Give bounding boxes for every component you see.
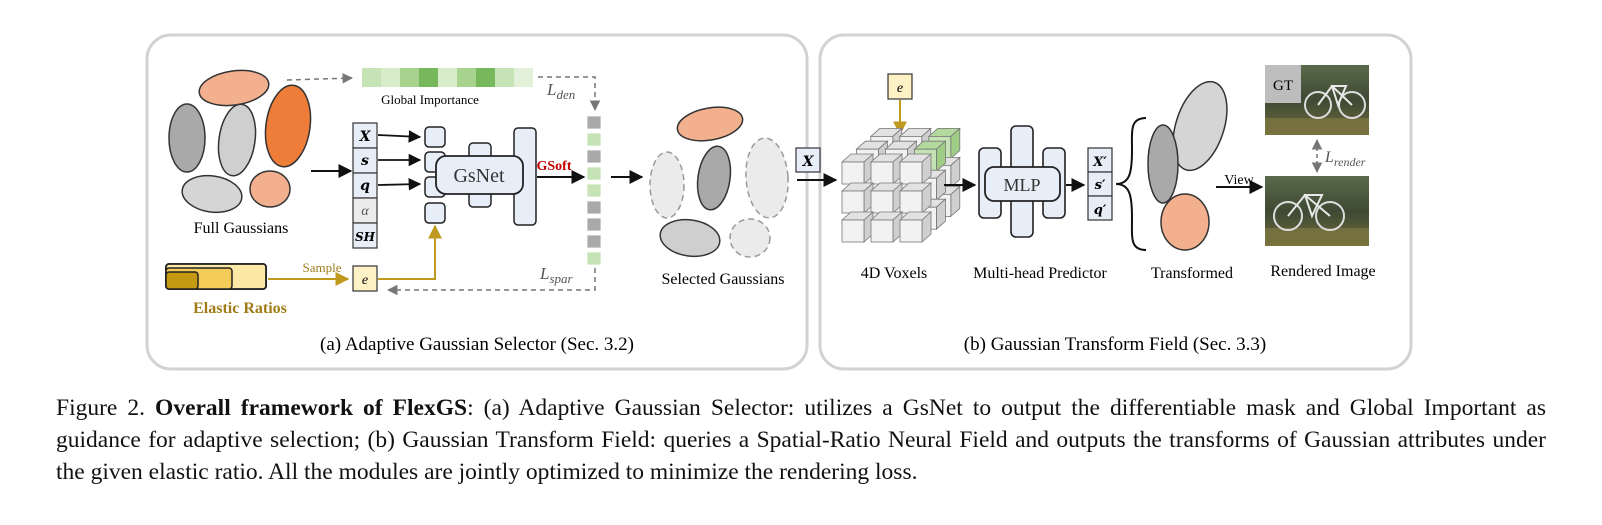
full-gaussians (168, 69, 312, 214)
caption-prefix: Figure 2. (56, 395, 156, 421)
attr-q: q (360, 178, 370, 194)
rendered-image (1265, 176, 1369, 246)
out-q: q′ (1094, 203, 1107, 218)
full-gaussians-label: Full Gaussians (194, 220, 289, 237)
global-importance-bar (362, 68, 533, 87)
voxel-cube (840, 153, 875, 185)
attr-x: X (359, 129, 372, 145)
gsoft-label: GSoft (537, 159, 572, 174)
rendered-label: Rendered Image (1270, 263, 1375, 280)
view-label: View (1224, 173, 1254, 188)
e-box-b (887, 73, 913, 100)
e-label-a: e (362, 273, 368, 288)
elastic-ratios-label: Elastic Ratios (193, 300, 287, 317)
predictor-label: Multi-head Predictor (973, 265, 1107, 282)
attribute-column: X s q α SH (352, 122, 378, 249)
output-column: X′ s′ q′ (1087, 147, 1113, 221)
voxel-cube (898, 153, 933, 185)
voxel-cube (869, 153, 904, 185)
loss-spar-arrow (386, 268, 596, 296)
loss-spar-main: L (539, 264, 549, 283)
panel-b-frame (818, 33, 1413, 371)
loss-den-main: L (546, 80, 556, 99)
voxel-cube (840, 211, 875, 243)
gt-image: GT (1265, 65, 1369, 135)
brace (1115, 117, 1147, 251)
loss-spar: Lspar (539, 264, 574, 286)
out-x: X′ (1092, 155, 1107, 170)
4d-voxels (840, 127, 961, 243)
loss-spar-sub: spar (549, 271, 573, 286)
loss-render: Lrender (1324, 149, 1366, 169)
x-box-b (795, 147, 821, 173)
framework-diagram: Full Gaussians Global Importance Lden X … (145, 33, 1413, 371)
gsnet-label: GsNet (453, 165, 505, 187)
loss-den-arrow (538, 76, 601, 112)
multi-head-predictor: MLP (978, 125, 1066, 238)
panel-a-frame (145, 33, 809, 371)
global-importance-label: Global Importance (381, 92, 479, 107)
importance-dashed-arrow (286, 73, 354, 84)
x-label-b: X (802, 154, 815, 170)
attr-alpha: α (361, 204, 369, 219)
voxel-cube (869, 182, 904, 214)
caption-rest: : (a) Adaptive Gaussian Selector: utiliz… (56, 395, 1547, 485)
voxel-cube (898, 182, 933, 214)
mlp-label: MLP (1003, 175, 1040, 195)
selected-gaussians (649, 106, 789, 258)
panel-b-caption: (b) Gaussian Transform Field (Sec. 3.3) (964, 334, 1266, 355)
elastic-ratios-icon (165, 263, 267, 290)
attr-sh: SH (355, 230, 376, 244)
gt-label: GT (1273, 78, 1293, 94)
mask-column (586, 115, 602, 266)
loss-render-main: L (1324, 149, 1334, 166)
loss-den: Lden (546, 80, 575, 102)
loss-den-sub: den (556, 87, 575, 102)
e-label-b: e (897, 81, 903, 96)
panel-a-caption: (a) Adaptive Gaussian Selector (Sec. 3.2… (320, 334, 634, 355)
sample-label: Sample (303, 260, 342, 275)
voxel-cube (869, 211, 904, 243)
voxel-cube (898, 211, 933, 243)
transformed-gaussians (1147, 80, 1228, 251)
gsnet: GsNet (424, 126, 537, 226)
voxels-label: 4D Voxels (861, 265, 928, 282)
loss-render-sub: render (1334, 155, 1366, 169)
out-s: s′ (1095, 178, 1106, 193)
voxel-cube (840, 182, 875, 214)
caption-bold: Overall framework of FlexGS (155, 395, 468, 421)
transformed-label: Transformed (1151, 265, 1233, 282)
figure-caption: Figure 2. Overall framework of FlexGS: (… (56, 392, 1546, 488)
attr-s: s (361, 153, 369, 169)
selected-gaussians-label: Selected Gaussians (661, 271, 784, 288)
e-to-gsnet-arrow (378, 224, 442, 280)
e-box-a (352, 265, 378, 292)
